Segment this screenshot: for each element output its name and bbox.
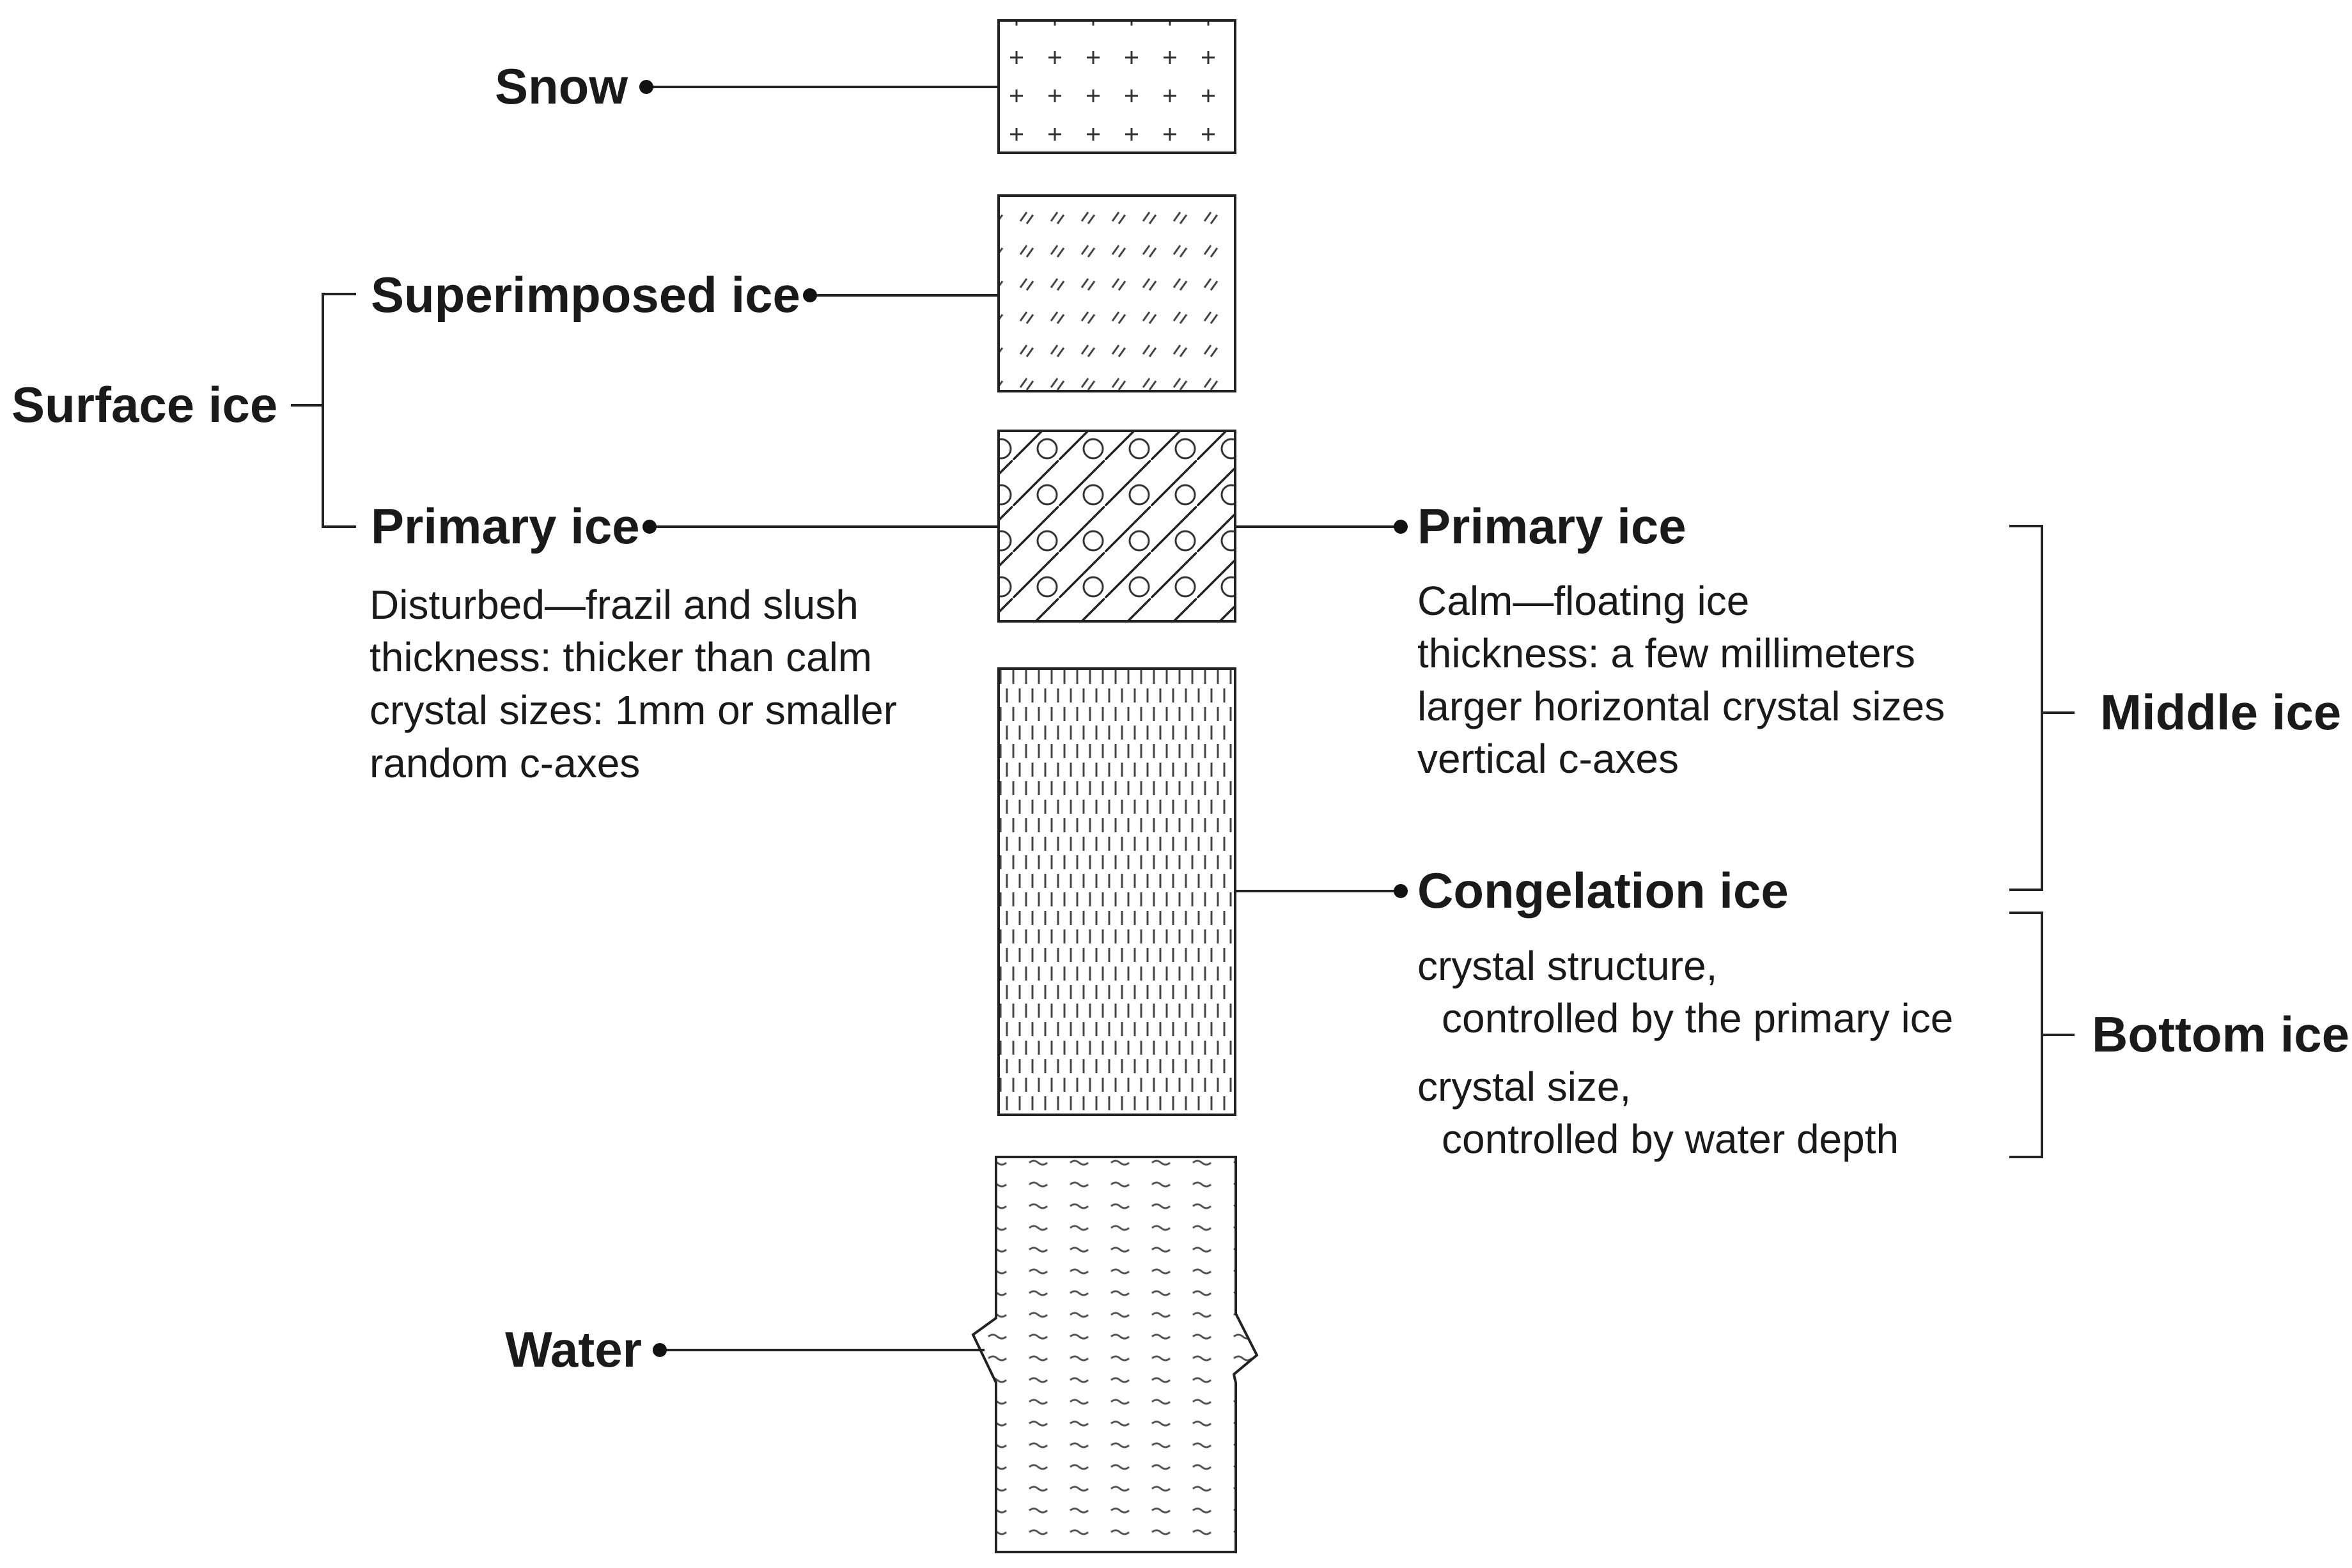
primary-ice-disturbed-label: Primary ice (371, 498, 640, 554)
congelation-ice-block (997, 667, 1236, 1116)
primary-ice-block (997, 430, 1236, 623)
congelation-desc-3: crystal size, (1417, 1064, 1631, 1110)
surface-ice-label: Surface ice (12, 376, 277, 433)
primary-disturbed-desc-2: thickness: thicker than calm (370, 634, 872, 680)
snow-dot (639, 80, 653, 94)
primary-disturbed-desc-3: crystal sizes: 1mm or smaller (370, 687, 897, 733)
primary-left-dot (643, 520, 657, 534)
primary-ice-calm-label: Primary ice (1417, 498, 1686, 554)
superimposed-ice-label: Superimposed ice (371, 267, 800, 323)
primary-calm-desc-2: thickness: a few millimeters (1417, 630, 1915, 676)
congelation-ice-label: Congelation ice (1417, 862, 1789, 919)
congelation-desc-4: controlled by water depth (1442, 1116, 1899, 1162)
middle-ice-bracket (2009, 525, 2043, 891)
water-label: Water (505, 1321, 642, 1378)
primary-disturbed-desc-1: Disturbed—frazil and slush (370, 582, 859, 628)
primary-calm-desc-4: vertical c-axes (1417, 736, 1679, 782)
surface-ice-bracket (322, 293, 356, 528)
congelation-desc-1: crystal structure, (1417, 943, 1717, 989)
water-dot (653, 1343, 667, 1357)
congelation-dot (1394, 884, 1408, 898)
middle-ice-label: Middle ice (2100, 684, 2341, 740)
superimposed-ice-block (997, 194, 1236, 392)
water-block (971, 1156, 1259, 1553)
superimposed-dot (803, 288, 817, 302)
primary-calm-desc-1: Calm—floating ice (1417, 578, 1749, 624)
bottom-ice-bracket (2009, 912, 2043, 1158)
bottom-ice-label: Bottom ice (2092, 1006, 2349, 1062)
snow-block (997, 19, 1236, 154)
primary-disturbed-desc-4: random c-axes (370, 740, 640, 786)
congelation-desc-2: controlled by the primary ice (1442, 995, 1953, 1041)
snow-label: Snow (495, 58, 628, 114)
primary-calm-desc-3: larger horizontal crystal sizes (1417, 683, 1945, 729)
primary-right-dot (1394, 520, 1408, 534)
